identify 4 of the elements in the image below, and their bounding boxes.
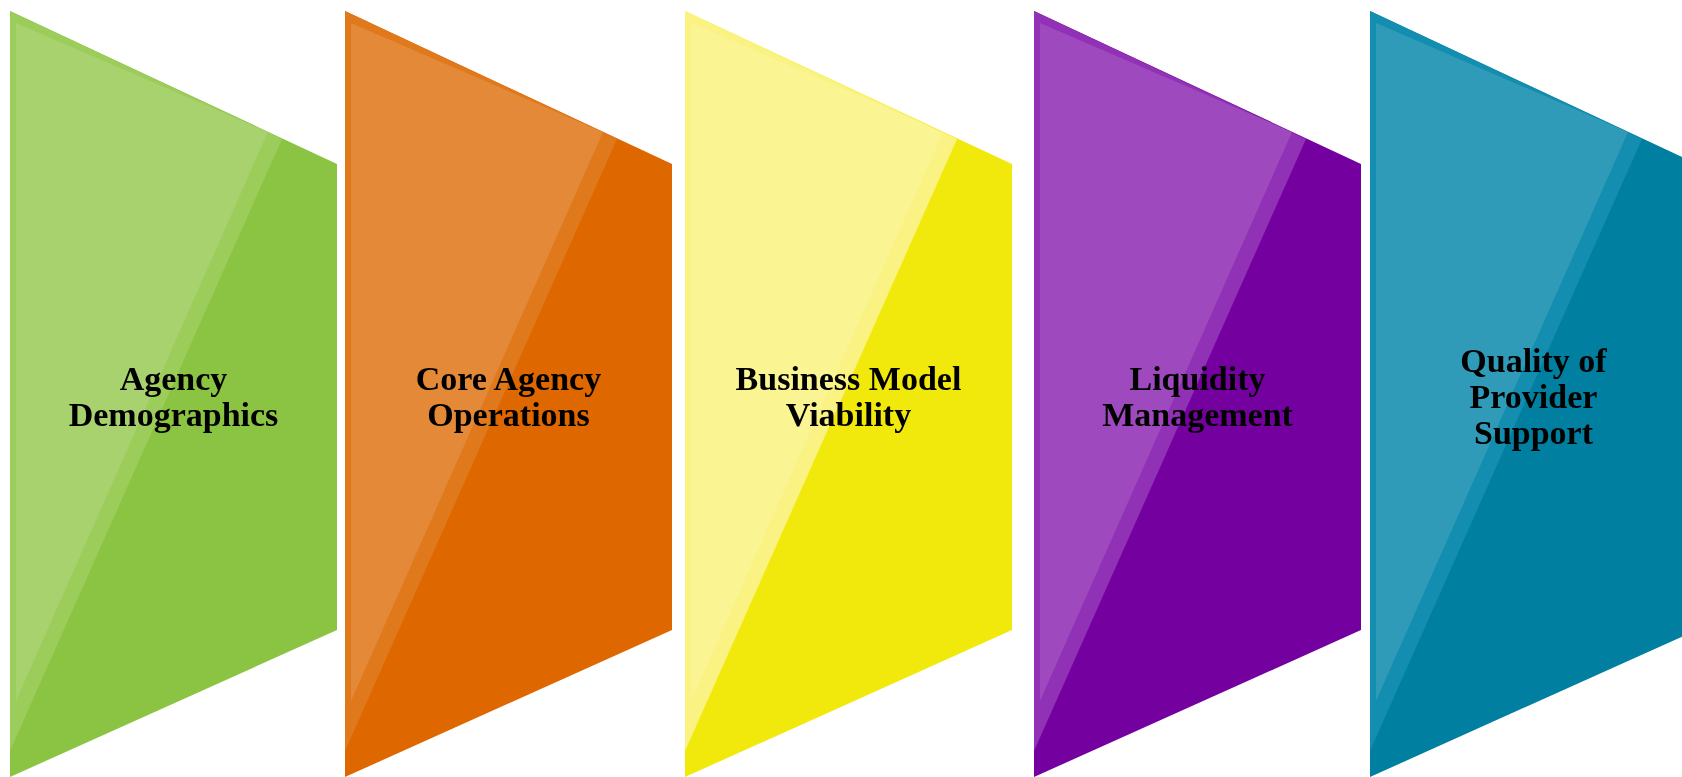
stage-label: Core Agency Operations (414, 361, 603, 433)
stage-label: Quality of Provider Support (1459, 343, 1608, 451)
stage-label: Liquidity Management (1101, 361, 1294, 433)
stage-label: Agency Demographics (67, 361, 280, 433)
